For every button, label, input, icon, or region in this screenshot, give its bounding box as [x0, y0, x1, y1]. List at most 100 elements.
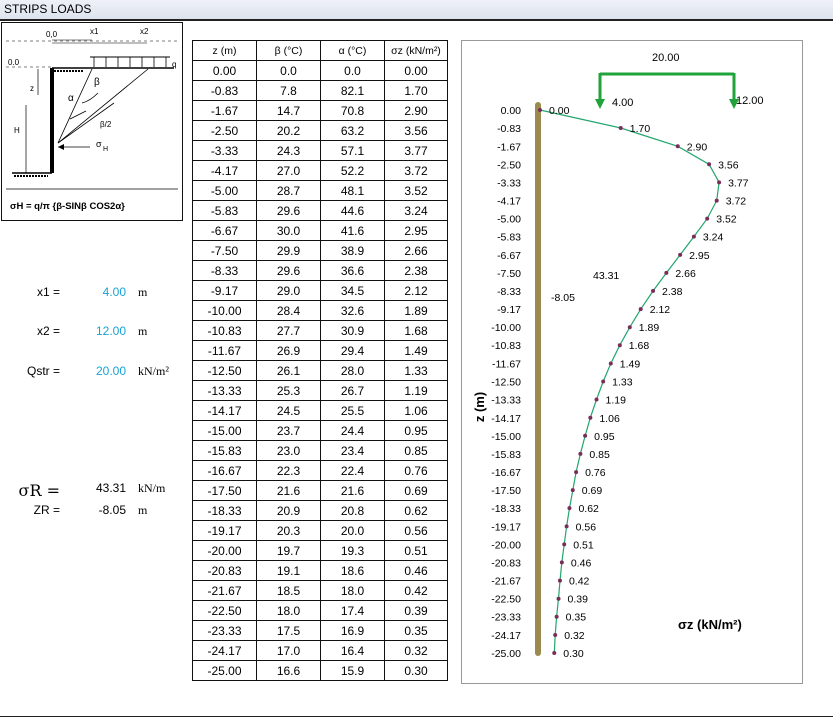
- cell-beta: 28.4: [256, 300, 321, 321]
- cell-z: -18.33: [192, 500, 257, 521]
- data-label: 2.95: [689, 250, 710, 262]
- z-tick-label: -15.00: [491, 431, 521, 443]
- z-tick-label: -14.17: [491, 413, 521, 425]
- data-point: [608, 361, 613, 366]
- data-point: [570, 488, 575, 493]
- data-point: [553, 632, 558, 637]
- stress-chart-svg: 0.00-0.83-1.67-2.50-3.33-4.17-5.00-5.83-…: [472, 52, 764, 660]
- cell-alpha: 16.9: [320, 620, 385, 641]
- param-x2-value[interactable]: 12.00: [95, 324, 126, 338]
- cell-alpha: 16.4: [320, 640, 385, 661]
- cell-beta: 17.0: [256, 640, 321, 661]
- cell-beta: 26.9: [256, 340, 321, 361]
- header-z: z (m): [192, 40, 257, 61]
- diagram-beta-half-label: β/2: [100, 120, 112, 129]
- z-tick-label: -7.50: [497, 268, 521, 280]
- data-point: [601, 379, 606, 384]
- data-point: [651, 288, 656, 293]
- param-x1-value[interactable]: 4.00: [102, 285, 126, 299]
- param-qstr-value[interactable]: 20.00: [95, 364, 126, 378]
- load-x1-label: 4.00: [612, 97, 633, 109]
- cell-z: -1.67: [192, 100, 257, 121]
- cell-alpha: 32.6: [320, 300, 385, 321]
- diagram-top-zero: 0,0: [46, 30, 58, 39]
- z-tick-label: 0.00: [501, 105, 522, 117]
- param-x2-unit: m: [138, 324, 148, 338]
- cell-sigma-z: 0.32: [384, 640, 448, 661]
- cell-beta: 29.9: [256, 240, 321, 261]
- cell-alpha: 82.1: [320, 80, 385, 101]
- cell-alpha: 36.6: [320, 260, 385, 281]
- diagram-sigma-h-sub: H: [103, 146, 108, 153]
- data-label: 1.33: [612, 377, 633, 389]
- diagram-sigma-h-label: σ: [96, 139, 102, 149]
- cell-beta: 23.0: [256, 440, 321, 461]
- cell-alpha: 24.4: [320, 420, 385, 441]
- cell-alpha: 20.0: [320, 520, 385, 541]
- cell-sigma-z: 1.89: [384, 300, 448, 321]
- z-tick-label: -22.50: [491, 594, 521, 606]
- cell-beta: 18.0: [256, 600, 321, 621]
- data-point: [556, 596, 561, 601]
- cell-z: -2.50: [192, 120, 257, 141]
- title-bar: STRIPS LOADS: [0, 0, 833, 21]
- cell-beta: 14.7: [256, 100, 321, 121]
- cell-alpha: 44.6: [320, 200, 385, 221]
- z-tick-label: -8.33: [497, 286, 521, 298]
- cell-beta: 17.5: [256, 620, 321, 641]
- load-magnitude-label: 20.00: [652, 52, 680, 64]
- cell-z: -15.00: [192, 420, 257, 441]
- z-tick-label: -17.50: [491, 485, 521, 497]
- cell-sigma-z: 2.66: [384, 240, 448, 261]
- cell-beta: 23.7: [256, 420, 321, 441]
- cell-z: -7.50: [192, 240, 257, 261]
- cell-sigma-z: 2.95: [384, 220, 448, 241]
- cell-z: -24.17: [192, 640, 257, 661]
- cell-alpha: 15.9: [320, 660, 385, 681]
- z-tick-label: -18.33: [491, 503, 521, 515]
- data-point: [638, 307, 643, 312]
- cell-beta: 27.0: [256, 160, 321, 181]
- cell-sigma-z: 0.30: [384, 660, 448, 681]
- data-label: 3.56: [718, 159, 739, 171]
- data-point: [617, 343, 622, 348]
- data-label: 3.52: [716, 214, 737, 226]
- cell-sigma-z: 2.38: [384, 260, 448, 281]
- resultant-sigma-label: 43.31: [593, 270, 619, 282]
- data-label: 2.66: [675, 268, 696, 280]
- z-tick-label: -21.67: [491, 576, 521, 588]
- data-label: 3.24: [703, 232, 724, 244]
- data-label: 0.69: [582, 485, 603, 497]
- cell-beta: 19.1: [256, 560, 321, 581]
- data-point: [583, 433, 588, 438]
- data-label: 2.38: [662, 286, 683, 298]
- z-tick-label: -5.00: [497, 214, 521, 226]
- diagram-x1-label: x1: [90, 27, 99, 36]
- cell-alpha: 20.8: [320, 500, 385, 521]
- cell-z: -5.00: [192, 180, 257, 201]
- cell-alpha: 25.5: [320, 400, 385, 421]
- data-point: [588, 415, 593, 420]
- header-beta: β (°C): [256, 40, 321, 61]
- cell-alpha: 19.3: [320, 540, 385, 561]
- cell-sigma-z: 1.68: [384, 320, 448, 341]
- z-tick-label: -6.67: [497, 250, 521, 262]
- cell-alpha: 22.4: [320, 460, 385, 481]
- cell-beta: 20.3: [256, 520, 321, 541]
- cell-sigma-z: 0.76: [384, 460, 448, 481]
- cell-sigma-z: 1.06: [384, 400, 448, 421]
- data-point: [705, 216, 710, 221]
- data-label: 0.42: [569, 576, 590, 588]
- param-x1-unit: m: [138, 285, 148, 299]
- cell-z: -13.33: [192, 380, 257, 401]
- cell-alpha: 28.0: [320, 360, 385, 381]
- z-tick-label: -20.83: [491, 557, 521, 569]
